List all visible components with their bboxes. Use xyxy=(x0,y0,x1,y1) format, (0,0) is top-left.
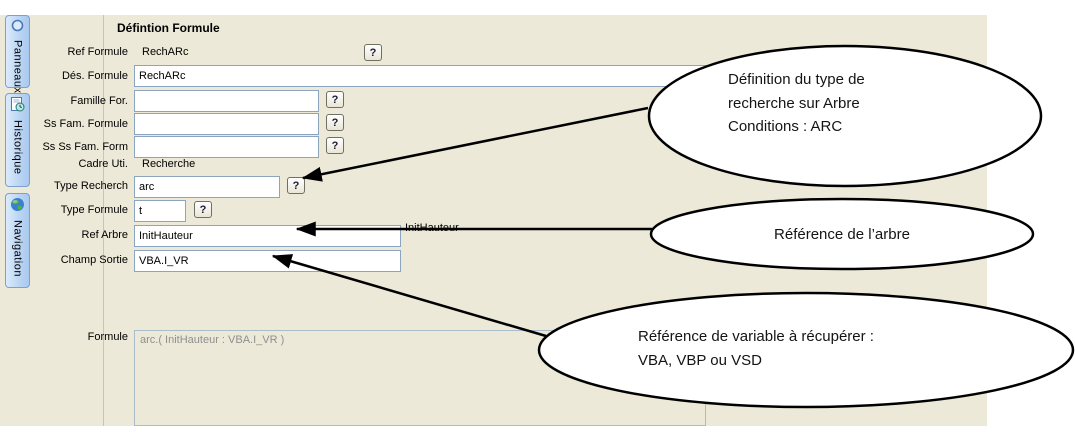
field-label-cadre-uti: Cadre Uti. xyxy=(78,158,128,170)
des-formule-input[interactable] xyxy=(134,65,984,87)
help-button-type-recherch[interactable]: ? xyxy=(287,177,305,194)
field-label-ref-formule: Ref Formule xyxy=(67,46,128,58)
help-button-famille-for[interactable]: ? xyxy=(326,91,344,108)
field-label-formule: Formule xyxy=(87,331,128,343)
famille-for-input[interactable] xyxy=(134,90,319,112)
panel-divider xyxy=(103,15,104,426)
sidebar-tab-label: Navigation xyxy=(11,220,24,277)
field-label-ss-ss-fam-form: Ss Ss Fam. Form xyxy=(42,141,128,153)
ref-arbre-echo-text: InitHauteur xyxy=(405,222,459,234)
sidebar-tab-label: Historique xyxy=(11,120,24,175)
field-label-champ-sortie: Champ Sortie xyxy=(60,254,128,266)
help-button-ss-fam-formule[interactable]: ? xyxy=(326,114,344,131)
champ-sortie-input[interactable] xyxy=(134,250,401,272)
field-label-ss-fam-formule: Ss Fam. Formule xyxy=(43,118,128,130)
field-label-type-recherch: Type Recherch xyxy=(54,180,128,192)
panels-icon xyxy=(11,19,24,37)
history-icon xyxy=(10,97,25,117)
sidebar-tab-historique[interactable]: Historique xyxy=(5,93,30,187)
field-label-type-formule: Type Formule xyxy=(60,204,128,216)
type-formule-input[interactable] xyxy=(134,200,186,222)
field-label-ref-arbre: Ref Arbre xyxy=(81,229,128,241)
help-button-ss-ss-fam-form[interactable]: ? xyxy=(326,137,344,154)
globe-icon xyxy=(10,197,25,217)
field-value-ref-formule: RechARc xyxy=(142,46,189,58)
sidebar-tab-panneaux[interactable]: Panneaux xyxy=(5,15,30,94)
help-button-type-formule[interactable]: ? xyxy=(194,201,212,218)
sidebar-tab-label: Panneaux xyxy=(11,40,24,94)
sidebar-tab-navigation[interactable]: Navigation xyxy=(5,193,30,288)
help-button-ref-formule[interactable]: ? xyxy=(364,44,382,61)
ref-arbre-input[interactable] xyxy=(134,225,401,247)
field-value-cadre-uti: Recherche xyxy=(142,158,196,170)
page-title: Défintion Formule xyxy=(117,21,220,35)
ss-fam-formule-input[interactable] xyxy=(134,113,319,135)
type-recherch-input[interactable] xyxy=(134,176,280,198)
field-label-des-formule: Dés. Formule xyxy=(61,70,128,82)
ss-ss-fam-form-input[interactable] xyxy=(134,136,319,158)
formule-textarea: arc.( InitHauteur : VBA.I_VR ) xyxy=(134,330,706,426)
field-label-famille-for: Famille For. xyxy=(70,95,128,107)
